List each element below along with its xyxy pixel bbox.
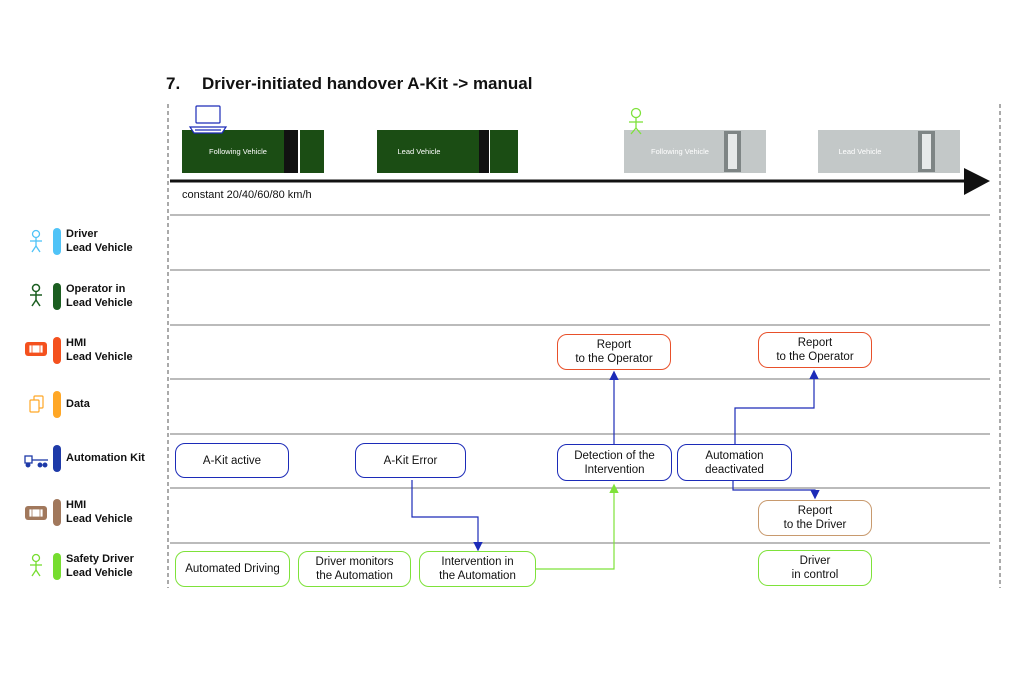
box-text-line1: Report <box>797 505 833 517</box>
lane-label-operator: Operator in Lead Vehicle <box>66 282 133 310</box>
box-text-line2: Intervention <box>584 463 645 476</box>
automation-kit-color-pill <box>53 445 61 472</box>
lane-label-data: Data <box>66 397 90 411</box>
vehicle-label-2: Lead Vehicle <box>397 147 441 156</box>
operator-color-pill <box>53 283 61 310</box>
lane-label-hmi-red: HMI Lead Vehicle <box>66 336 133 364</box>
connector-deactivated-to-driver <box>732 480 820 500</box>
lane-label-line1: Driver <box>66 228 98 240</box>
box-text-line2: deactivated <box>705 463 764 476</box>
box-text: A-Kit active <box>202 454 262 467</box>
box-report-driver: Report to the Driver <box>758 500 872 536</box>
hmi-brown-icon <box>25 506 47 520</box>
lane-label-line1: Operator in <box>66 283 126 295</box>
vehicle-following-active <box>182 130 324 173</box>
vehicle-label-4: Lead Vehicle <box>838 147 882 156</box>
truck-icon <box>24 455 48 468</box>
connector-error-to-intervention <box>411 480 483 552</box>
lane-label-line2: Lead Vehicle <box>66 242 133 254</box>
road-arrow <box>170 168 990 195</box>
lane-label-line1: Safety Driver <box>66 553 134 565</box>
lane-label-line1: Automation Kit <box>66 452 145 464</box>
box-intervention: Intervention in the Automation <box>419 551 536 587</box>
box-text-line2: to the Driver <box>783 519 847 531</box>
driver-person-icon <box>30 229 42 253</box>
box-akit-error: A-Kit Error <box>355 443 466 478</box>
lane-label-line1: HMI <box>66 499 87 511</box>
data-icon <box>29 395 44 413</box>
title-number: 7. <box>166 74 181 93</box>
box-report-operator-2: Report to the Operator <box>758 332 872 368</box>
box-text-line1: Report <box>797 337 833 349</box>
box-text-line1: Automation <box>705 449 764 462</box>
box-text-line1: Intervention in <box>441 556 514 568</box>
hmi-red-icon <box>25 342 47 356</box>
box-text-line1: Driver monitors <box>315 556 394 568</box>
hmi-brown-color-pill <box>53 499 61 526</box>
operator-person-icon <box>30 283 42 307</box>
vehicle-lead-inactive <box>818 130 960 173</box>
safety-driver-person-icon <box>30 553 42 577</box>
safety-driver-color-pill <box>53 553 61 580</box>
lane-label-line2: Lead Vehicle <box>66 297 133 309</box>
vehicle-label-1: Following Vehicle <box>209 147 267 156</box>
box-text: Automated Driving <box>185 563 280 575</box>
box-text-line1: Driver <box>799 555 831 567</box>
box-automated-driving: Automated Driving <box>175 551 290 587</box>
title-text: Driver-initiated handover A-Kit -> manua… <box>202 74 533 93</box>
hmi-red-color-pill <box>53 337 61 364</box>
lane-label-line2: Lead Vehicle <box>66 567 133 579</box>
box-report-operator-1: Report to the Operator <box>557 334 671 370</box>
box-driver-in-control: Driver in control <box>758 550 872 586</box>
vehicle-label-3: Following Vehicle <box>651 147 709 156</box>
safety-driver-icon <box>629 107 643 135</box>
box-text-line2: to the Operator <box>776 351 854 363</box>
box-text-line1: Report <box>596 339 632 351</box>
speed-label: constant 20/40/60/80 km/h <box>182 189 312 201</box>
box-text-line1: Detection of the <box>574 449 655 462</box>
box-text: A-Kit Error <box>383 454 438 467</box>
box-text-line2: the Automation <box>316 570 393 582</box>
box-text-line2: the Automation <box>439 570 516 582</box>
box-text-line2: to the Operator <box>575 353 653 365</box>
vehicle-lead-active <box>377 130 518 173</box>
lane-label-line1: HMI <box>66 337 87 349</box>
vehicle-following-inactive <box>624 130 766 173</box>
laptop-icon <box>188 105 228 134</box>
box-text-line2: in control <box>791 569 839 581</box>
page-title: 7. Driver-initiated handover A-Kit -> man… <box>166 74 532 94</box>
lane-separators <box>170 214 990 544</box>
lane-label-line2: Lead Vehicle <box>66 513 133 525</box>
data-color-pill <box>53 391 61 418</box>
box-driver-monitors: Driver monitors the Automation <box>298 551 411 587</box>
lane-label-line1: Data <box>66 398 90 410</box>
lane-label-automation-kit: Automation Kit <box>66 451 145 465</box>
connector-deactivated-to-report-2 <box>734 369 819 446</box>
connector-intervention-to-detection <box>536 483 619 570</box>
lane-label-line2: Lead Vehicle <box>66 351 133 363</box>
box-akit-active: A-Kit active <box>175 443 289 478</box>
driver-color-pill <box>53 228 61 255</box>
lane-label-hmi-brown: HMI Lead Vehicle <box>66 498 133 526</box>
